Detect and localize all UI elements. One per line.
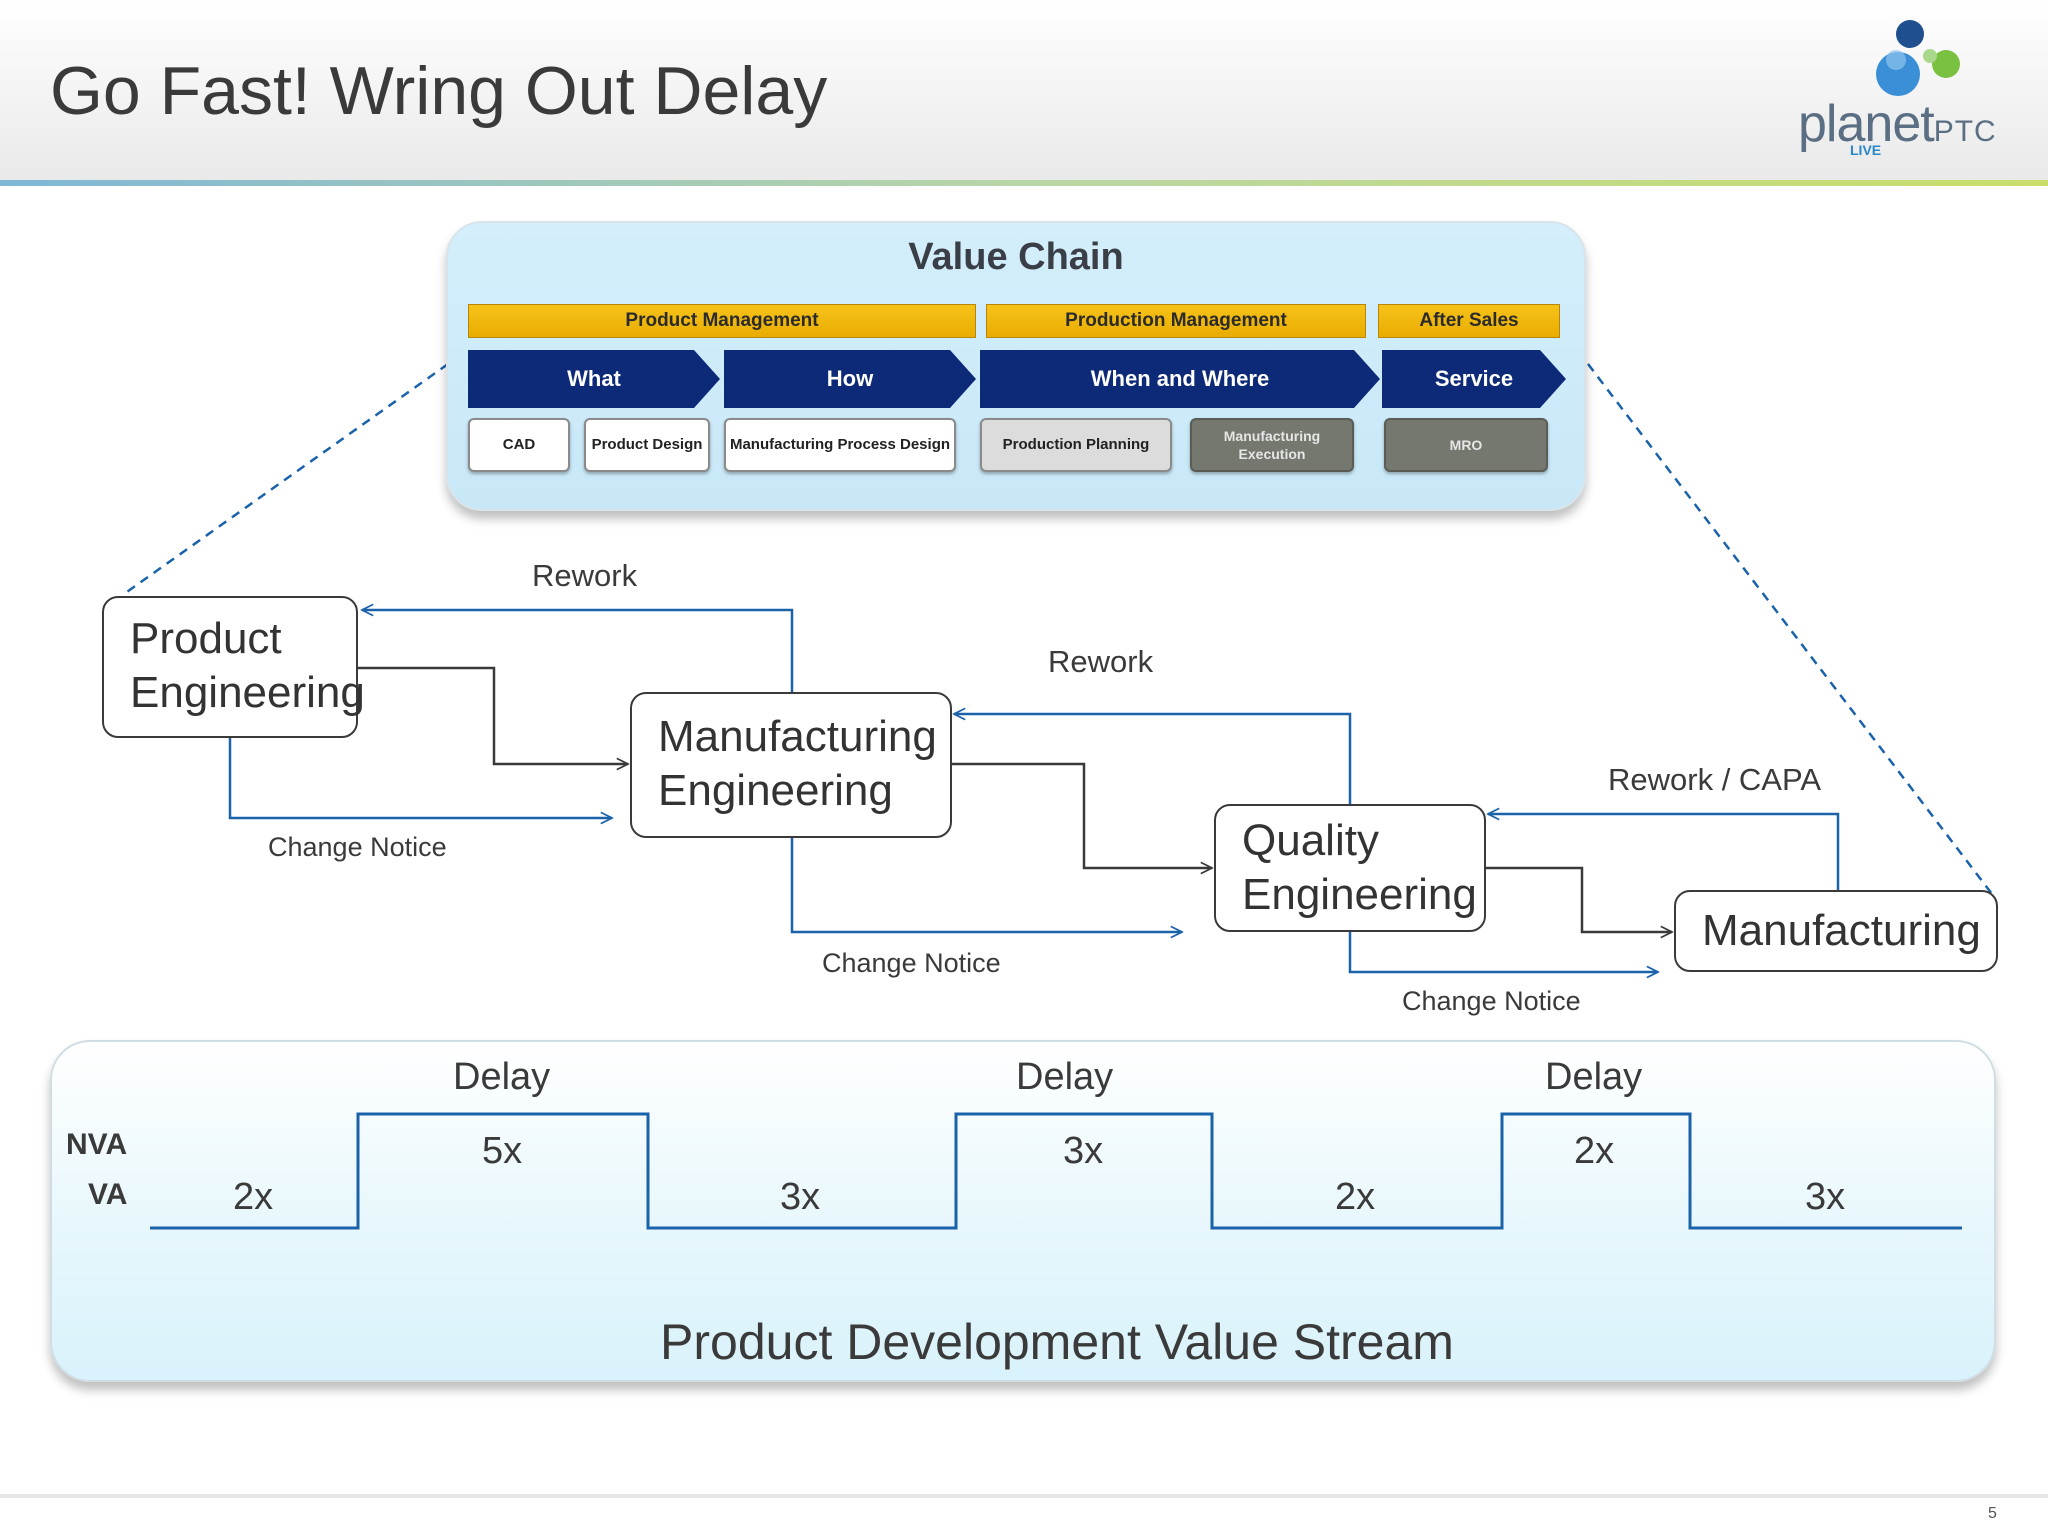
- capability-product-design: Product Design: [584, 418, 710, 472]
- flow-me-to-qe: [950, 762, 1212, 868]
- capability-mro: MRO: [1384, 418, 1548, 472]
- zoom-dashed-left: [123, 362, 449, 596]
- value-chain-title: Value Chain: [908, 236, 1124, 278]
- va-value-4: 3x: [1805, 1176, 1846, 1218]
- rework-capa-label: Rework / CAPA: [1608, 762, 1822, 797]
- rework-qe-to-me: [954, 714, 1352, 804]
- nva-value-1: 5x: [482, 1130, 523, 1172]
- change-notice-label-3: Change Notice: [1402, 986, 1581, 1016]
- va-axis-label: VA: [88, 1178, 128, 1211]
- change-notice-me-to-qe: [790, 838, 1182, 932]
- va-value-2: 3x: [780, 1176, 821, 1218]
- change-notice-pe-to-me: [228, 738, 612, 818]
- step-service: Service: [1382, 350, 1566, 408]
- footer-divider: [0, 1494, 2048, 1498]
- stage-quality-engineering: Quality Engineering: [1214, 804, 1486, 932]
- capability-manufacturing-execution: Manufacturing Execution: [1190, 418, 1354, 472]
- delay-label-2: Delay: [1016, 1056, 1114, 1098]
- phase-product-management: Product Management: [468, 304, 976, 338]
- rework-mfg-to-qe: [1488, 814, 1840, 890]
- delay-label-1: Delay: [453, 1056, 551, 1098]
- header-divider: [0, 180, 2048, 186]
- value-stream-title: Product Development Value Stream: [660, 1314, 1454, 1370]
- nva-axis-label: NVA: [66, 1128, 128, 1161]
- nva-value-3: 2x: [1574, 1130, 1615, 1172]
- capability-production-planning: Production Planning: [980, 418, 1172, 472]
- slide-title: Go Fast! Wring Out Delay: [50, 53, 828, 129]
- change-notice-label-1: Change Notice: [268, 832, 447, 862]
- change-notice-label-2: Change Notice: [822, 948, 1001, 978]
- page-number: 5: [1988, 1505, 1997, 1522]
- value-stream-panel: [50, 1040, 1996, 1382]
- stage-manufacturing-engineering: Manufacturing Engineering: [630, 692, 952, 838]
- stage-manufacturing: Manufacturing: [1674, 890, 1998, 972]
- flow-qe-to-mfg: [1486, 866, 1672, 932]
- stage-product-engineering: Product Engineering: [102, 596, 365, 738]
- planetptc-logo-icon: [1876, 20, 1960, 96]
- phase-production-management: Production Management: [986, 304, 1366, 338]
- rework-label-2: Rework: [1048, 644, 1154, 679]
- phase-after-sales: After Sales: [1378, 304, 1560, 338]
- logo-live-tag: LIVE: [1850, 142, 1882, 158]
- capability-manufacturing-process-design: Manufacturing Process Design: [724, 418, 956, 472]
- change-notice-qe-to-mfg: [1348, 930, 1658, 972]
- delay-label-3: Delay: [1545, 1056, 1643, 1098]
- rework-me-to-pe: [362, 610, 794, 692]
- flow-pe-to-me: [356, 666, 628, 764]
- nva-value-2: 3x: [1063, 1130, 1104, 1172]
- step-how: How: [724, 350, 976, 408]
- rework-label-1: Rework: [532, 558, 638, 593]
- step-what: What: [468, 350, 720, 408]
- capability-cad: CAD: [468, 418, 570, 472]
- va-value-3: 2x: [1335, 1176, 1376, 1218]
- slide-header: [0, 0, 2048, 182]
- step-when-and-where: When and Where: [980, 350, 1380, 408]
- logo-wordmark: planetPTC: [1798, 95, 1997, 153]
- va-value-1: 2x: [233, 1176, 274, 1218]
